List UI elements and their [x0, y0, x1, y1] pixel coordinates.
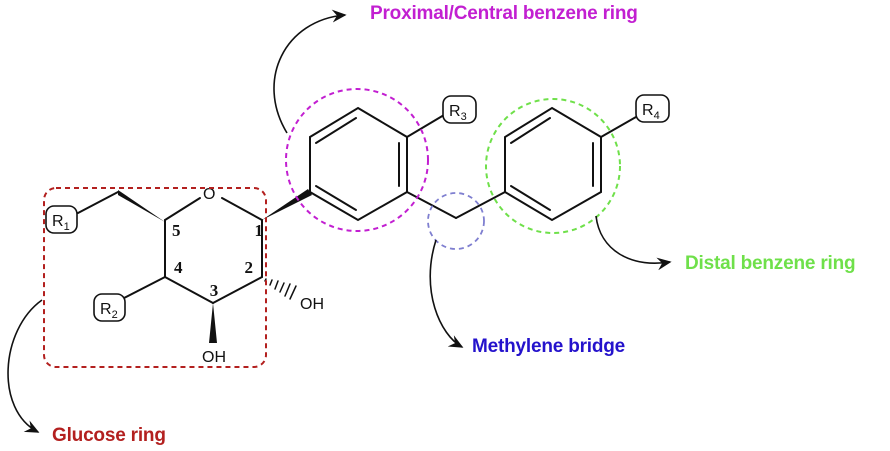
wedge-bond-c5 [118, 190, 165, 222]
hydroxyl-c3: OH [202, 349, 226, 366]
hydroxyl-c2: OH [300, 296, 324, 313]
methylene-bridge-highlight [427, 192, 485, 250]
distal-ring-bonds [504, 106, 637, 222]
svg-text:R3: R3 [449, 103, 467, 123]
proximal-ring-bonds [309, 106, 506, 222]
methylene-bridge-label: Methylene bridge [472, 336, 626, 357]
position-4: 4 [174, 258, 183, 277]
glucose-ring-bonds [77, 191, 263, 304]
methylene-arrow [429, 239, 464, 348]
position-3: 3 [210, 281, 219, 300]
glucose-ring-label: Glucose ring [52, 425, 166, 446]
proximal-arrow [273, 9, 347, 134]
position-1: 1 [255, 221, 264, 240]
distal-ring-label: Distal benzene ring [685, 253, 856, 274]
proximal-ring-highlight [285, 88, 429, 232]
glucose-arrow [7, 299, 43, 433]
proximal-ring-label: Proximal/Central benzene ring [370, 3, 638, 24]
distal-arrow [595, 215, 672, 271]
position-5: 5 [172, 221, 181, 240]
glucose-ring-highlight [43, 187, 267, 368]
position-2: 2 [245, 258, 254, 277]
hashed-bond [264, 278, 297, 300]
svg-text:R1: R1 [52, 213, 70, 233]
r4-group: R4 [635, 94, 670, 123]
svg-text:R4: R4 [642, 102, 660, 122]
oxygen-atom: O [203, 186, 215, 203]
wedge-bond-c1 [262, 189, 312, 220]
r1-group: R1 [45, 205, 78, 234]
distal-ring-highlight [485, 98, 621, 234]
wedge-bond-c3 [209, 303, 217, 343]
svg-text:R2: R2 [100, 301, 118, 321]
r2-group: R2 [93, 293, 126, 322]
r3-group: R3 [442, 95, 477, 124]
